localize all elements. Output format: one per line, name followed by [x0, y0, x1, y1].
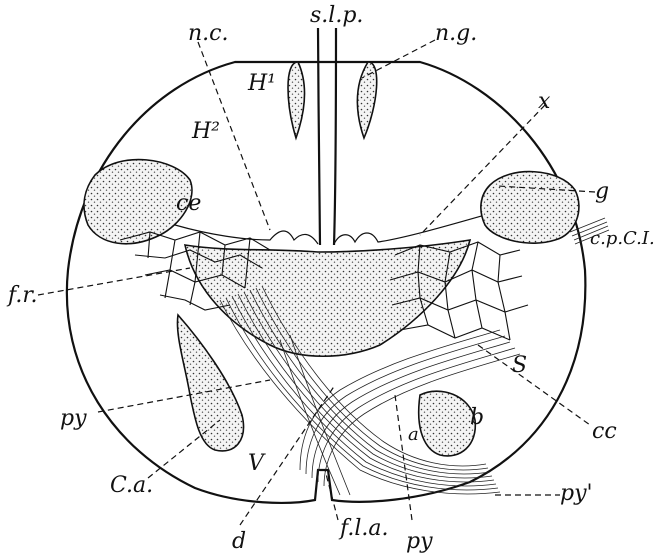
label-py-prime: py' — [560, 481, 593, 506]
label-cpci: c.p.C.I. — [590, 228, 655, 249]
nucleus-right — [357, 62, 376, 138]
label-h2: H² — [191, 119, 220, 144]
label-slp: s.l.p. — [310, 3, 363, 28]
label-a: a — [408, 424, 419, 445]
label-nc: n.c. — [188, 21, 228, 46]
label-fla: f.l.a. — [338, 516, 389, 541]
label-fr: f.r. — [6, 283, 37, 308]
label-d: d — [232, 529, 246, 553]
label-py-left: py — [60, 406, 87, 431]
right-dorsal-grey — [481, 172, 579, 244]
nucleus-left — [288, 62, 304, 138]
left-olive — [177, 315, 243, 451]
posterior-median-sulcus — [318, 28, 336, 245]
label-py-bottom: py — [406, 529, 433, 553]
label-ca: C.a. — [110, 473, 153, 498]
label-h1: H¹ — [247, 71, 276, 96]
right-olive — [419, 391, 476, 456]
label-ng: n.g. — [435, 21, 477, 46]
central-grey — [185, 240, 470, 356]
label-s: S — [512, 353, 527, 378]
label-v: V — [248, 451, 266, 476]
label-ce-left: ce — [176, 191, 201, 216]
label-x: x — [538, 89, 551, 114]
label-g: g — [595, 179, 609, 204]
floor-ventricle — [175, 215, 485, 244]
label-cc: cc — [592, 419, 617, 444]
label-b: b — [470, 405, 484, 430]
